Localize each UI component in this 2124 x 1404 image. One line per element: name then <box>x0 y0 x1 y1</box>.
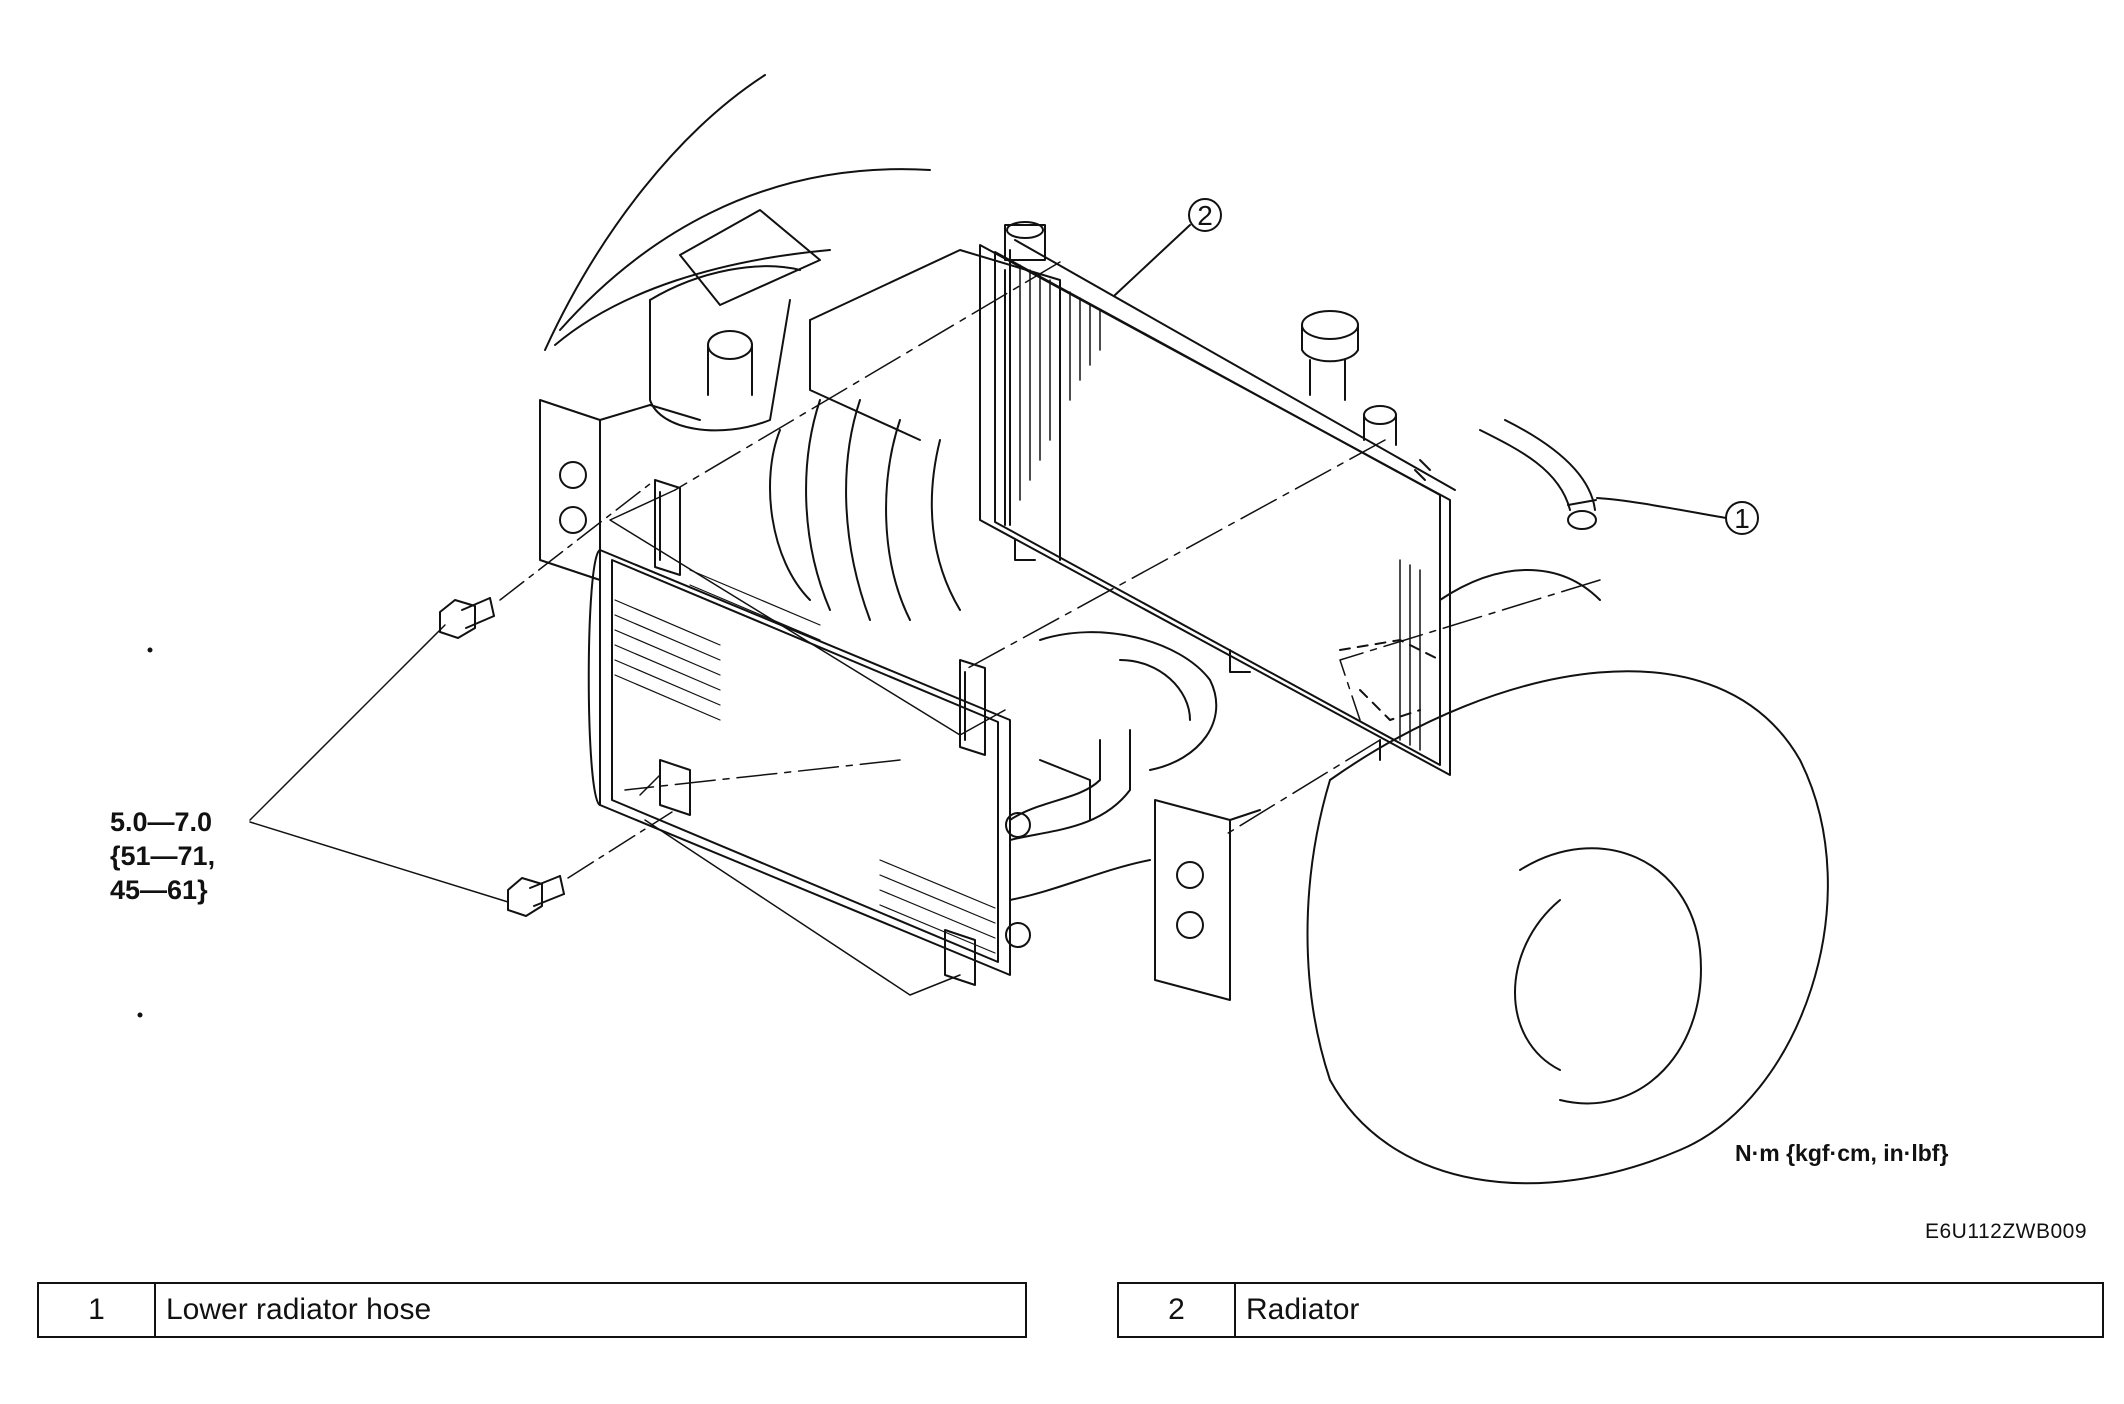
torque-spec-line-1: 5.0—7.0 <box>110 807 213 837</box>
alignment-center-lines <box>624 261 1601 836</box>
bolt-upper <box>439 597 495 639</box>
legend-row-1: 1 Lower radiator hose <box>37 1282 1027 1338</box>
condenser-fins <box>614 569 996 954</box>
legend-row-2: 2 Radiator <box>1117 1282 2104 1338</box>
radiator-fins <box>1019 264 1421 751</box>
torque-spec-line-3: 45—61} <box>110 875 208 905</box>
legend-number: 1 <box>39 1284 156 1336</box>
lower-radiator-hose <box>1479 419 1597 530</box>
radiator <box>979 221 1456 776</box>
bolt-lower <box>507 875 565 917</box>
reference-lines <box>609 489 1006 996</box>
right-body-bracket <box>1154 799 1261 1001</box>
torque-units-note: N·m {kgf·cm, in·lbf} <box>1735 1140 1949 1166</box>
front-tire <box>1306 569 1829 1185</box>
callout-2-number: 2 <box>1197 200 1213 231</box>
legend-label: Radiator <box>1246 1293 1360 1326</box>
legend-number: 2 <box>1119 1284 1236 1336</box>
callout-1: 1 <box>1596 497 1759 535</box>
hood-outline <box>544 74 931 351</box>
legend-label: Lower radiator hose <box>166 1293 432 1326</box>
torque-spec: 5.0—7.0 {51—71, 45—61} <box>110 805 215 907</box>
figure-id: E6U112ZWB009 <box>1925 1220 2088 1243</box>
scan-dot <box>137 1012 143 1018</box>
callout-1-number: 1 <box>1734 503 1750 534</box>
ac-condenser <box>587 479 1151 986</box>
callout-2: 2 <box>1114 198 1222 296</box>
scan-dot <box>147 647 153 653</box>
torque-spec-line-2: {51—71, <box>110 841 216 871</box>
bolt-leader-lines <box>249 479 673 903</box>
